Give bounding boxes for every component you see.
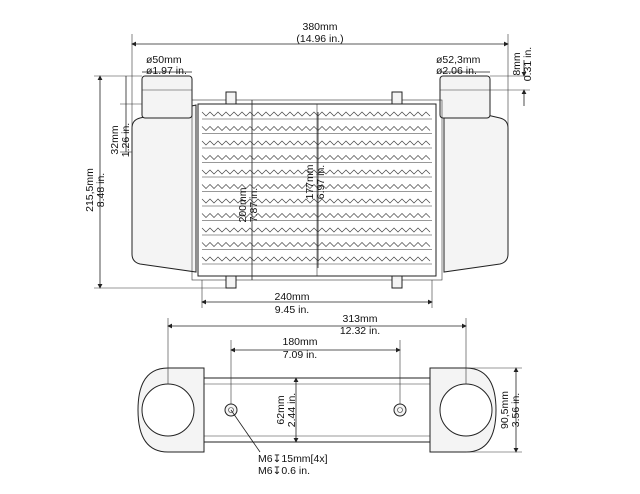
fin-row bbox=[201, 126, 431, 131]
mount-stud-top-left bbox=[225, 91, 237, 105]
core-depth-mm: 62mm bbox=[275, 395, 287, 424]
outlet-diameter-in: ø2.06 in. bbox=[436, 65, 477, 77]
left-end-tank bbox=[131, 104, 197, 273]
neck-height-in: 0.31 in. bbox=[522, 47, 534, 81]
mount-stud-bottom-right bbox=[391, 275, 403, 289]
mount-spacing-in: 7.09 in. bbox=[283, 349, 317, 361]
overall-width-mm: 380mm bbox=[302, 21, 337, 33]
top-core-body bbox=[203, 377, 431, 443]
overall-height-mm: 215,5mm bbox=[84, 168, 96, 212]
core-height-mm: 200mm bbox=[237, 187, 249, 222]
overall-depth-mm: 90,5mm bbox=[499, 391, 511, 429]
top-outlet-port bbox=[439, 383, 493, 437]
fin-row bbox=[201, 227, 431, 233]
core-fins bbox=[201, 111, 432, 265]
mount-spacing-mm: 180mm bbox=[282, 336, 317, 348]
top-dimensions: 313mm 12.32 in. 180mm 7.09 in. 62mm 2.44… bbox=[167, 313, 522, 477]
core-depth-in: 2.44 in. bbox=[286, 393, 298, 427]
right-end-tank bbox=[443, 104, 509, 273]
fin-row bbox=[201, 213, 431, 218]
overall-depth-in: 3.56 in. bbox=[510, 393, 522, 427]
fin-row bbox=[201, 155, 431, 160]
inlet-pipe bbox=[141, 75, 193, 119]
fin-row bbox=[201, 242, 431, 247]
fin-row bbox=[201, 169, 431, 175]
top-view bbox=[137, 367, 497, 453]
outlet-diameter-mm: ø52,3mm bbox=[436, 54, 481, 66]
core-height-in: 7.87 in. bbox=[248, 188, 260, 222]
fin-row bbox=[201, 184, 431, 189]
overall-width-in: (14.96 in.) bbox=[296, 33, 343, 45]
mount-hole-right bbox=[393, 403, 407, 417]
thread-spec-mm: M6↧15mm[4x] bbox=[258, 453, 328, 465]
fin-row bbox=[201, 198, 431, 204]
thread-spec-in: M6↧0.6 in. bbox=[258, 465, 310, 477]
tank-span-mm: 313mm bbox=[342, 313, 377, 325]
mount-stud-bottom-left bbox=[225, 275, 237, 289]
mount-stud-top-right bbox=[391, 91, 403, 105]
fin-height-mm: 177mm bbox=[304, 164, 316, 199]
inlet-diameter-mm: ø50mm bbox=[146, 54, 182, 66]
outlet-pipe bbox=[439, 75, 491, 119]
core-width-in: 9.45 in. bbox=[275, 304, 309, 316]
front-dimensions: 380mm (14.96 in.) ø50mm ø1.97 in. ø52,3m… bbox=[84, 21, 534, 316]
front-view bbox=[131, 75, 509, 289]
top-inlet-port bbox=[141, 383, 195, 437]
fin-height-in: 6.97 in. bbox=[315, 165, 327, 199]
pipe-offset-in: 1.26 in. bbox=[120, 123, 132, 157]
fin-row bbox=[201, 111, 431, 117]
pipe-offset-mm: 32mm bbox=[109, 125, 121, 154]
core-width-mm: 240mm bbox=[274, 291, 309, 303]
fin-row bbox=[201, 140, 431, 146]
inlet-diameter-in: ø1.97 in. bbox=[146, 65, 187, 77]
fin-row bbox=[201, 256, 431, 262]
tank-span-in: 12.32 in. bbox=[340, 325, 380, 337]
overall-height-in: 8.48 in. bbox=[95, 173, 107, 207]
neck-height-mm: 8mm bbox=[511, 52, 523, 76]
